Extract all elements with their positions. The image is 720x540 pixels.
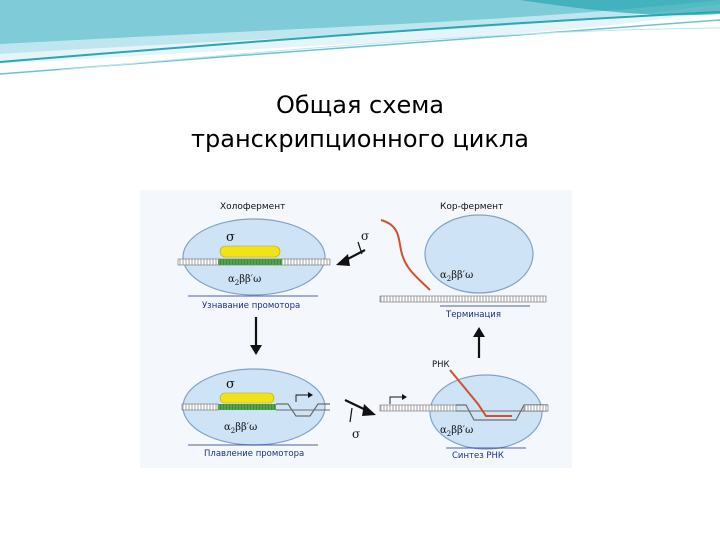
stage-label-rna-synthesis: Синтез РНК <box>452 451 504 461</box>
subunits-label-open: α2ββ′ω <box>224 422 257 435</box>
decorative-banner <box>0 0 720 75</box>
core-enzyme-label: Кор-фермент <box>440 202 503 212</box>
transcription-cycle-diagram: Холофермент Кор-фермент σ α2ββ′ω Узнаван… <box>140 190 572 468</box>
panel-rna-synthesis: РНК α2ββ′ω Синтез РНК <box>379 360 549 461</box>
released-rna <box>380 219 431 291</box>
holoenzyme-label: Холофермент <box>220 202 285 212</box>
dna-behind <box>379 404 457 412</box>
slide-title-line-2: транскрипционного цикла <box>191 125 529 153</box>
stage-label-termination: Терминация <box>445 310 501 320</box>
promoter-region-open <box>218 404 276 410</box>
sigma-release-arrow: σ <box>344 394 407 441</box>
nascent-rna <box>449 369 512 417</box>
panel-termination: α2ββ′ω Терминация <box>379 214 547 320</box>
subunits-label-core: α2ββ′ω <box>440 270 473 283</box>
sigma-symbol-bound: σ <box>226 377 235 392</box>
up-arrow <box>473 327 485 358</box>
elongation-complex <box>429 374 543 450</box>
core-enzyme-body <box>424 214 534 294</box>
sigma-factor-bound <box>219 392 275 404</box>
promoter-region <box>218 259 282 265</box>
sigma-factor <box>219 245 281 258</box>
stage-label-promoter-recognition: Узнавание промотора <box>202 301 300 311</box>
sigma-symbol: σ <box>226 230 235 245</box>
rna-label: РНК <box>432 360 450 370</box>
dna-upstream <box>181 403 219 411</box>
sigma-rebinding-arrow: σ <box>336 229 369 266</box>
panel-promoter-recognition: σ α2ββ′ω Узнавание промотора <box>177 218 331 311</box>
sigma-symbol-released: σ <box>352 427 360 441</box>
slide-title-line-1: Общая схема <box>275 91 445 119</box>
slide-title: Общая схема транскрипционного цикла <box>0 88 720 156</box>
open-bubble <box>276 403 330 417</box>
subunits-label: α2ββ′ω <box>228 274 261 287</box>
subunits-label-elongation: α2ββ′ω <box>440 425 473 438</box>
down-arrow <box>250 317 262 355</box>
dna-duplex-terminated <box>379 295 547 303</box>
dna-ahead <box>523 404 549 412</box>
panel-promoter-melting: σ α2ββ′ω Плавление промотора <box>181 368 330 459</box>
stage-label-promoter-melting: Плавление промотора <box>204 449 304 459</box>
sigma-symbol-free: σ <box>361 229 369 243</box>
